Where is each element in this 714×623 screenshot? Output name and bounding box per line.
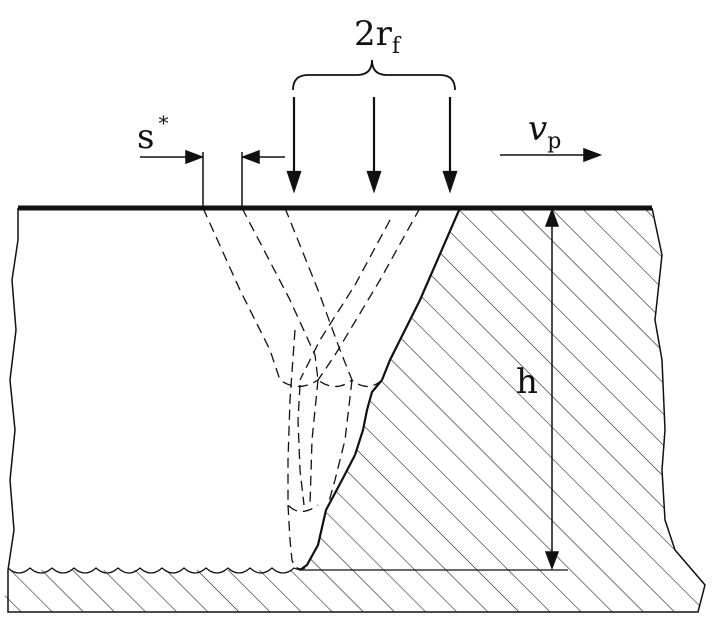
beam-width-main: 2r	[354, 14, 393, 54]
depth-dimension	[544, 207, 560, 571]
material-hatch	[5, 208, 705, 612]
velocity-arrow	[500, 147, 603, 163]
kerf-profile-3	[284, 207, 383, 388]
step-dimension	[140, 149, 285, 208]
workpiece-outline	[7, 207, 706, 613]
kerf-profile-9	[287, 504, 306, 570]
kerf-profile-7	[309, 379, 319, 506]
step-main: s	[137, 117, 154, 157]
beam-width-brace	[292, 59, 456, 91]
kerf-profile-10	[297, 384, 305, 506]
kerf-profile-5	[299, 219, 391, 381]
cut-front-segment	[353, 379, 383, 456]
kerf-profile-1	[202, 207, 319, 388]
cut-front-line	[299, 207, 462, 571]
step-superscript: *	[158, 111, 168, 135]
depth-label: h	[516, 362, 538, 402]
laser-beam-arrows	[286, 97, 458, 194]
kerf-profile-6	[287, 329, 319, 513]
velocity-main: v	[528, 109, 547, 149]
velocity-label: vp	[528, 109, 561, 154]
step-label: s*	[137, 111, 168, 157]
previous-kerf-profiles	[202, 207, 421, 570]
beam-width-label: 2rf	[354, 14, 402, 59]
kerf-profile-2	[241, 207, 353, 388]
kerf-profile-4	[317, 207, 421, 381]
beam-width-subscript: f	[392, 34, 402, 59]
kerf-profile-8	[327, 379, 353, 506]
velocity-subscript: p	[547, 129, 561, 154]
ripple-bottom-line	[7, 567, 568, 574]
